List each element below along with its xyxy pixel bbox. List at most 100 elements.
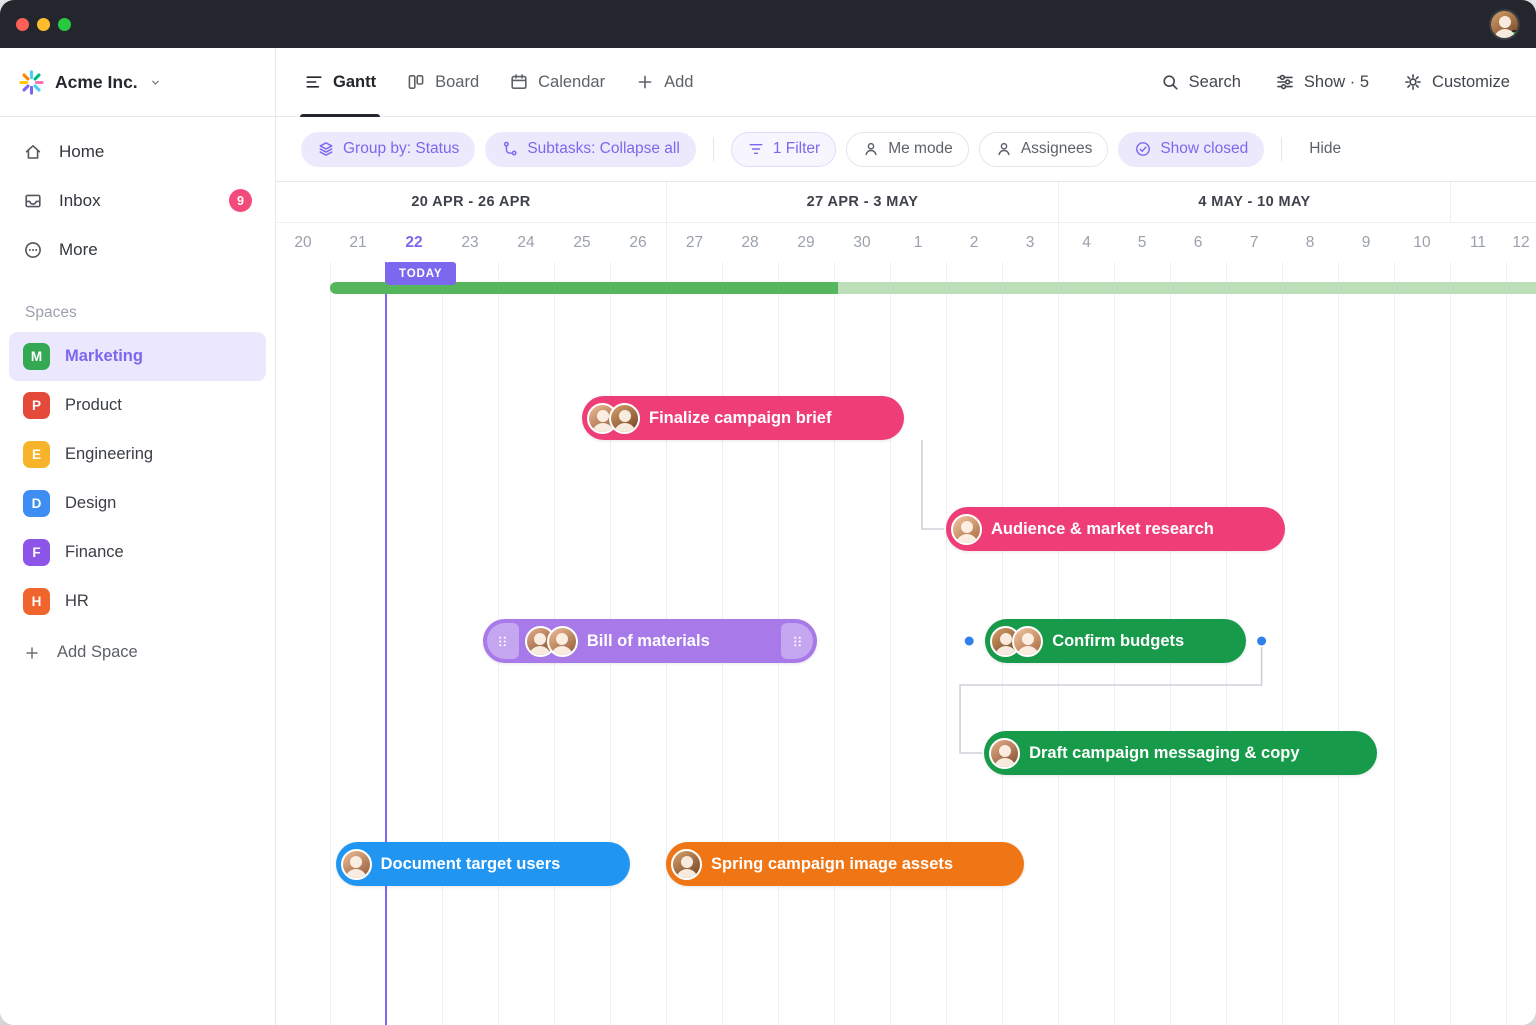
minimize-window-button[interactable] xyxy=(37,17,50,31)
tab-label: Board xyxy=(435,72,480,91)
sidebar-space-hr[interactable]: H HR xyxy=(9,577,266,626)
close-window-button[interactable] xyxy=(16,17,29,31)
space-label: Product xyxy=(65,396,122,414)
search-icon xyxy=(1160,72,1180,92)
sidebar-space-design[interactable]: D Design xyxy=(9,479,266,528)
customize-button[interactable]: Customize xyxy=(1403,72,1510,92)
task-name: Document target users xyxy=(380,854,561,873)
space-letter-icon: H xyxy=(23,588,50,615)
view-header: Gantt Board Calendar Add Search Show · 5 Cust… xyxy=(276,48,1536,117)
add-view-label: Add xyxy=(664,72,694,91)
user-icon xyxy=(995,140,1013,158)
day-header: 24 xyxy=(517,233,535,251)
group-by-status-pill[interactable]: Group by: Status xyxy=(301,131,476,167)
task-assignees xyxy=(340,848,372,880)
gantt-task-document-target-users[interactable]: Document target users xyxy=(335,842,630,886)
week-header: 20 APR - 26 APR xyxy=(411,194,531,210)
action-label: Customize xyxy=(1432,72,1510,91)
pill-label: Group by: Status xyxy=(343,140,460,157)
add-view-button[interactable]: Add xyxy=(635,48,693,116)
gantt-task-audience-market-research[interactable]: Audience & market research xyxy=(946,507,1285,551)
user-icon xyxy=(862,140,880,158)
assignee-avatar xyxy=(340,848,372,880)
today-marker-line xyxy=(385,262,387,1025)
week-header: 4 MAY - 10 MAY xyxy=(1058,182,1450,222)
dependency-connectors xyxy=(921,440,1267,754)
day-header: 30 xyxy=(853,233,871,251)
task-assignees xyxy=(990,625,1044,657)
timeline-progress-bar-complete xyxy=(330,282,838,294)
add-space-button[interactable]: Add Space xyxy=(0,628,275,677)
workspace-switcher[interactable]: Acme Inc. xyxy=(0,48,275,117)
task-assignees xyxy=(671,848,702,880)
subtasks-icon xyxy=(501,140,519,158)
1-filter-pill[interactable]: 1 Filter xyxy=(730,131,837,167)
gantt-task-draft-campaign-messaging-copy[interactable]: Draft campaign messaging & copy xyxy=(984,731,1378,775)
week-header-filler xyxy=(1450,182,1536,222)
sidebar-item-label: Home xyxy=(59,141,105,161)
plus-icon xyxy=(635,72,655,92)
plus-icon xyxy=(23,644,41,662)
day-header: 20 xyxy=(294,233,312,251)
gantt-task-spring-campaign-image-assets[interactable]: Spring campaign image assets xyxy=(666,842,1025,886)
pill-label: 1 Filter xyxy=(772,140,821,157)
space-label: Design xyxy=(65,494,117,512)
gantt-task-bill-of-materials[interactable]: Bill of materials xyxy=(482,619,818,663)
day-header: 5 xyxy=(1137,233,1147,251)
day-header: 1 xyxy=(913,233,923,251)
tab-gantt[interactable]: Gantt xyxy=(299,48,381,117)
tab-calendar[interactable]: Calendar xyxy=(509,48,605,116)
sidebar-item-more[interactable]: More xyxy=(0,225,275,274)
gantt-task-finalize-campaign-brief[interactable]: Finalize campaign brief xyxy=(582,396,904,440)
drag-handle-right-icon[interactable] xyxy=(781,623,814,659)
assignee-avatar xyxy=(989,737,1021,769)
show-closed-pill[interactable]: Show closed xyxy=(1118,131,1265,167)
user-avatar[interactable] xyxy=(1489,8,1520,40)
action-label: Search xyxy=(1188,72,1241,91)
ellipsis-icon xyxy=(23,240,43,260)
day-header: 28 xyxy=(741,233,759,251)
task-name: Finalize campaign brief xyxy=(649,408,832,427)
task-name: Bill of materials xyxy=(586,631,710,650)
assignees-pill[interactable]: Assignees xyxy=(978,131,1109,167)
sidebar-item-home[interactable]: Home xyxy=(0,127,275,176)
header-actions: Search Show · 5 Customize xyxy=(1160,72,1510,92)
gantt-icon xyxy=(304,72,324,92)
assignee-avatar xyxy=(671,848,702,880)
hide-button[interactable]: Hide xyxy=(1309,140,1342,157)
space-letter-icon: E xyxy=(23,441,50,468)
drag-handle-left-icon[interactable] xyxy=(486,623,519,659)
zoom-window-button[interactable] xyxy=(58,17,71,31)
view-tabs: Gantt Board Calendar Add xyxy=(299,48,693,117)
main-content: Gantt Board Calendar Add Search Show · 5 Cust… xyxy=(276,48,1536,1025)
me-mode-pill[interactable]: Me mode xyxy=(846,131,969,167)
show-5-button[interactable]: Show · 5 xyxy=(1275,72,1369,92)
filter-icon xyxy=(747,140,765,158)
day-header: 11 xyxy=(1469,233,1487,251)
subtasks-collapse-all-pill[interactable]: Subtasks: Collapse all xyxy=(485,131,696,167)
inbox-icon xyxy=(23,191,43,211)
day-header: 23 xyxy=(461,233,479,251)
home-icon xyxy=(23,142,43,162)
search-button[interactable]: Search xyxy=(1160,72,1241,92)
space-label: HR xyxy=(65,592,89,610)
gantt-task-confirm-budgets[interactable]: Confirm budgets xyxy=(985,619,1246,663)
tab-board[interactable]: Board xyxy=(406,48,479,116)
assignee-avatar xyxy=(951,513,982,545)
check-circle-icon xyxy=(1134,140,1152,158)
layers-icon xyxy=(317,140,335,158)
gear-icon xyxy=(1403,72,1423,92)
timeline-progress-bar-remaining xyxy=(837,282,1536,294)
day-header: 9 xyxy=(1361,233,1371,251)
space-letter-icon: D xyxy=(23,490,50,517)
day-header: 4 xyxy=(1058,223,1114,262)
day-header: 10 xyxy=(1413,233,1431,251)
